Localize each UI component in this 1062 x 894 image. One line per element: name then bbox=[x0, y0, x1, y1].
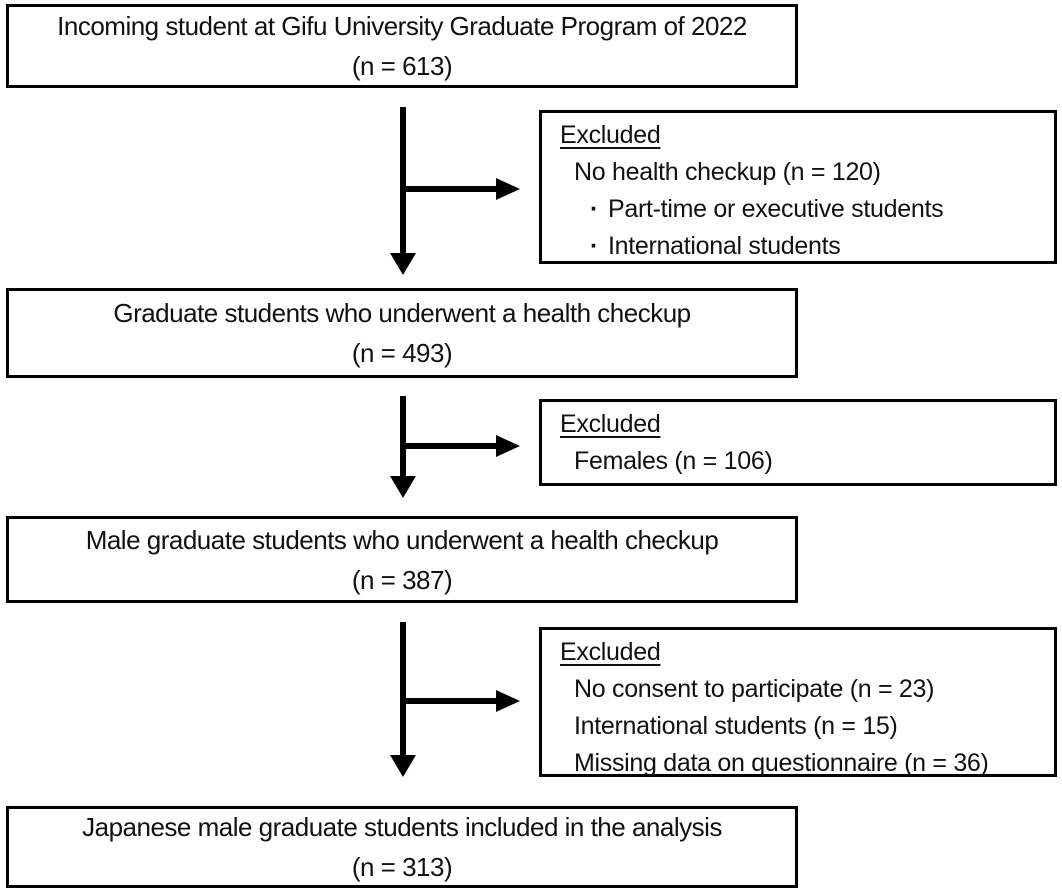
excluded-bullet-item: · Part-time or executive students bbox=[560, 191, 1048, 228]
arrow-head-down-icon bbox=[390, 476, 416, 498]
flow-box-text: Japanese male graduate students included… bbox=[82, 812, 722, 842]
excluded-title: Excluded bbox=[560, 121, 661, 149]
flow-box-incoming-students: Incoming student at Gifu University Grad… bbox=[6, 4, 798, 88]
excluded-box-consent-international-missing: Excluded No consent to participate (n = … bbox=[539, 627, 1057, 777]
arrow-line-vertical-2 bbox=[400, 396, 406, 476]
excluded-item: Females (n = 106) bbox=[574, 447, 773, 475]
flow-box-n-count: (n = 493) bbox=[351, 338, 453, 368]
flow-box-text: Male graduate students who underwent a h… bbox=[85, 524, 719, 555]
arrow-line-vertical-3 bbox=[400, 622, 406, 755]
excluded-item: International students (n = 15) bbox=[574, 712, 898, 740]
excluded-box-no-health-checkup: Excluded No health checkup (n = 120) · Pa… bbox=[539, 110, 1057, 264]
arrow-head-down-icon bbox=[390, 755, 416, 777]
excluded-bullet-text: International students bbox=[608, 232, 841, 260]
flow-box-text: Graduate students who underwent a health… bbox=[113, 298, 691, 328]
excluded-box-females: Excluded Females (n = 106) bbox=[539, 399, 1057, 486]
arrow-head-right-icon bbox=[496, 690, 520, 712]
arrow-head-right-icon bbox=[496, 178, 520, 200]
arrow-head-right-icon bbox=[496, 435, 520, 457]
excluded-bullet-item: · International students bbox=[560, 228, 1048, 265]
excluded-title: Excluded bbox=[560, 410, 661, 438]
excluded-item: No consent to participate (n = 23) bbox=[574, 675, 935, 703]
flow-box-text: Incoming student at Gifu University Grad… bbox=[57, 11, 747, 41]
arrow-line-branch-2 bbox=[402, 443, 497, 449]
flow-box-n-count: (n = 613) bbox=[351, 51, 453, 81]
arrow-line-branch-3 bbox=[402, 698, 497, 704]
arrow-line-vertical-1 bbox=[400, 107, 406, 253]
bullet-dot-icon: · bbox=[590, 195, 599, 223]
arrow-line-branch-1 bbox=[402, 186, 497, 192]
bullet-dot-icon: · bbox=[590, 232, 599, 260]
arrow-head-down-icon bbox=[390, 253, 416, 275]
flow-box-n-count: (n = 387) bbox=[351, 564, 453, 595]
excluded-item: Missing data on questionnaire (n = 36) bbox=[574, 749, 989, 777]
excluded-item: No health checkup (n = 120) bbox=[574, 158, 881, 186]
flow-box-male-students: Male graduate students who underwent a h… bbox=[6, 516, 798, 603]
excluded-bullet-text: Part-time or executive students bbox=[608, 195, 944, 223]
flow-box-health-checkup: Graduate students who underwent a health… bbox=[6, 288, 798, 378]
excluded-title: Excluded bbox=[560, 638, 661, 666]
flow-box-n-count: (n = 313) bbox=[351, 852, 453, 882]
flow-box-final-analysis: Japanese male graduate students included… bbox=[6, 806, 798, 888]
